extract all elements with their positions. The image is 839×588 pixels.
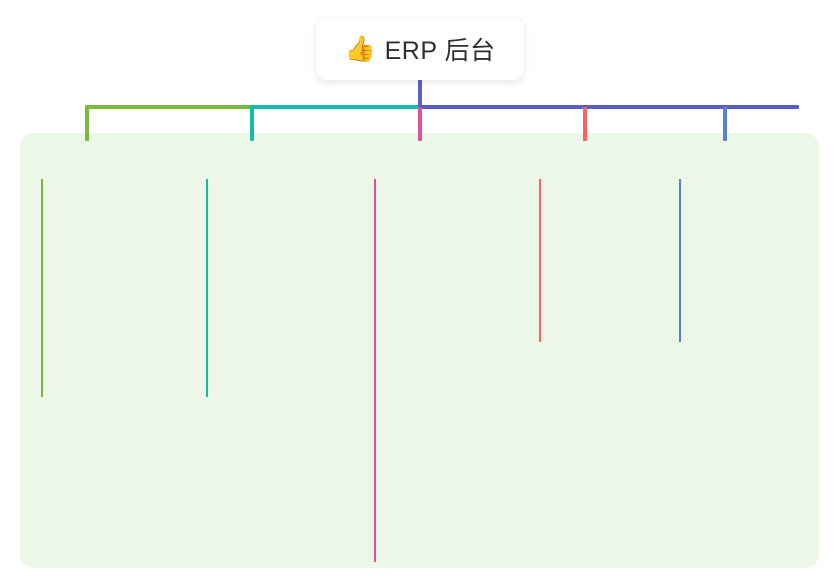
branch-spine-5: [679, 179, 681, 342]
trunk-segment-2: [250, 105, 422, 109]
trunk-segment-1: [85, 105, 254, 109]
branch-spine-1: [41, 179, 43, 397]
thumbs-up-icon: 👍: [344, 34, 376, 63]
branch-spine-2: [206, 179, 208, 397]
drop-connector-4: [583, 107, 587, 141]
root-stem-connector: [418, 80, 422, 107]
drop-connector-5: [723, 107, 727, 141]
drop-connector-2: [250, 107, 254, 141]
drop-connector-3: [418, 107, 422, 141]
diagram-panel: [20, 133, 819, 568]
root-node-content: 👍 ERP 后台: [344, 31, 495, 67]
root-node-card[interactable]: 👍 ERP 后台: [316, 18, 524, 80]
root-node-title: ERP 后台: [384, 37, 496, 65]
branch-spine-4: [539, 179, 541, 342]
trunk-segment-3: [418, 105, 799, 109]
branch-spine-3: [374, 179, 376, 562]
drop-connector-1: [85, 107, 89, 141]
